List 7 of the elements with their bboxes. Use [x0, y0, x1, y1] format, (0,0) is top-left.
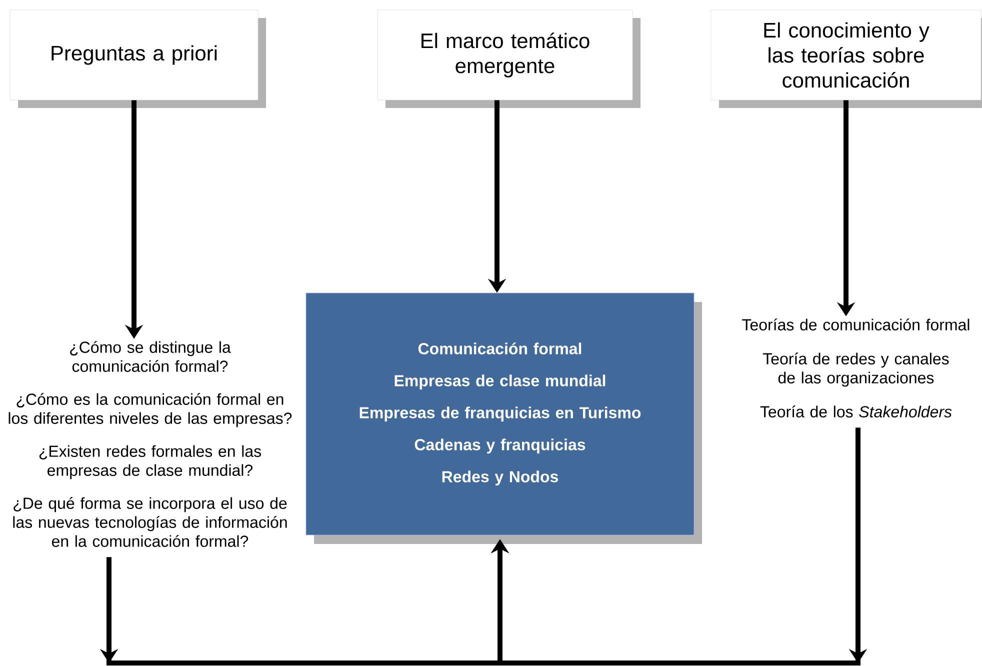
text-list: Teorías de comunicación formal Teoría de redes y canales de las organizaciones Teoría de los Stakeholders: [742, 318, 970, 418]
title-box: El marco temático emergente: [377, 10, 640, 108]
title-box: El conocimiento y las teorías sobre comunicación: [710, 10, 982, 108]
text-list: ¿Cómo se distingue la comunicación formal? ¿Cómo es la comunicación formal en los diferentes niveles de las empresas? ¿Existen redes formales en las empresas de clase mundial? ¿De qué forma se incorpora el uso de las nuevas tecnologías de información en la comunicación formal?: [8, 341, 292, 547]
topic-box: Comunicación formal Empresas de clase mundial Empresas de franquicias en Turismo Cadenas y franquicias Redes y Nodos: [306, 292, 702, 544]
title-box: Preguntas a priori: [10, 10, 266, 108]
arrow: [490, 428, 868, 666]
